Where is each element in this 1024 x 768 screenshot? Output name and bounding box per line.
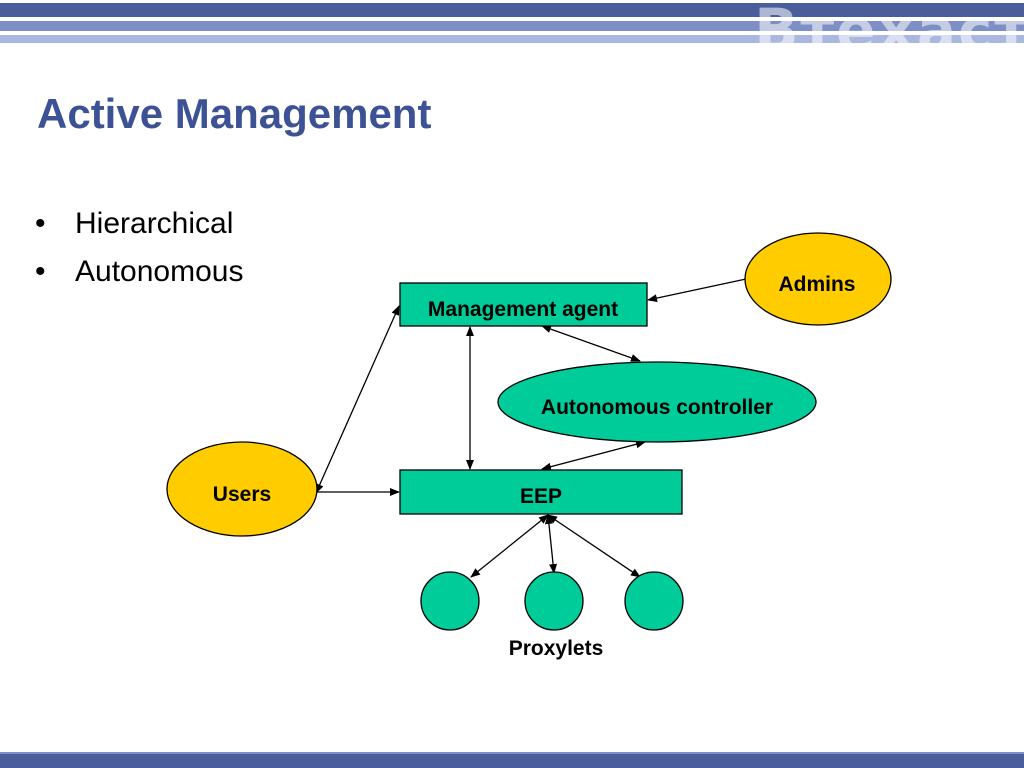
arrow-management-controller xyxy=(541,325,641,362)
bullet-text: Autonomous xyxy=(75,255,244,288)
bullet-list: • Hierarchical • Autonomous xyxy=(35,200,243,296)
arrow-management-admins xyxy=(647,273,761,303)
banner-stripe xyxy=(0,0,1024,3)
arrow-eep-proxylet-3 xyxy=(547,514,641,578)
bottom-banner xyxy=(0,752,1024,768)
users-label: Users xyxy=(213,483,271,506)
management-agent-label: Management agent xyxy=(428,298,618,321)
banner-stripe xyxy=(0,43,1024,48)
admins-node: Admins xyxy=(744,232,892,326)
proxylet-node xyxy=(624,571,684,631)
users-node: Users xyxy=(166,441,318,537)
bullet-item: • Autonomous xyxy=(35,248,243,296)
arrow-users-management xyxy=(315,305,400,494)
top-banner: Bтexaст xyxy=(0,0,1024,48)
banner-stripe xyxy=(0,752,1024,754)
btexact-logo-watermark: Bтexaст xyxy=(754,0,1024,48)
autonomous-controller-label: Autonomous controller xyxy=(541,396,773,419)
bullet-item: • Hierarchical xyxy=(35,200,243,248)
eep-label: EEP xyxy=(520,485,562,508)
banner-stripe xyxy=(0,21,1024,31)
bullet-dot-icon: • xyxy=(35,255,46,288)
arrow-eep-proxylet-2 xyxy=(544,514,558,574)
eep-node: EEP xyxy=(399,469,683,515)
banner-stripe xyxy=(0,3,1024,17)
autonomous-controller-node: Autonomous controller xyxy=(497,361,817,443)
proxylet-node xyxy=(420,571,480,631)
banner-stripe xyxy=(0,31,1024,35)
arrow-eep-proxylet-1 xyxy=(470,514,549,578)
bullet-text: Hierarchical xyxy=(75,207,234,240)
banner-stripe xyxy=(0,17,1024,21)
banner-stripe xyxy=(0,35,1024,43)
arrow-controller-eep xyxy=(541,440,646,471)
bullet-dot-icon: • xyxy=(35,207,46,240)
proxylets-label: Proxylets xyxy=(509,637,604,660)
slide-title: Active Management xyxy=(37,90,432,137)
admins-label: Admins xyxy=(778,273,855,296)
proxylet-node xyxy=(524,571,584,631)
management-agent-node: Management agent xyxy=(399,282,648,327)
